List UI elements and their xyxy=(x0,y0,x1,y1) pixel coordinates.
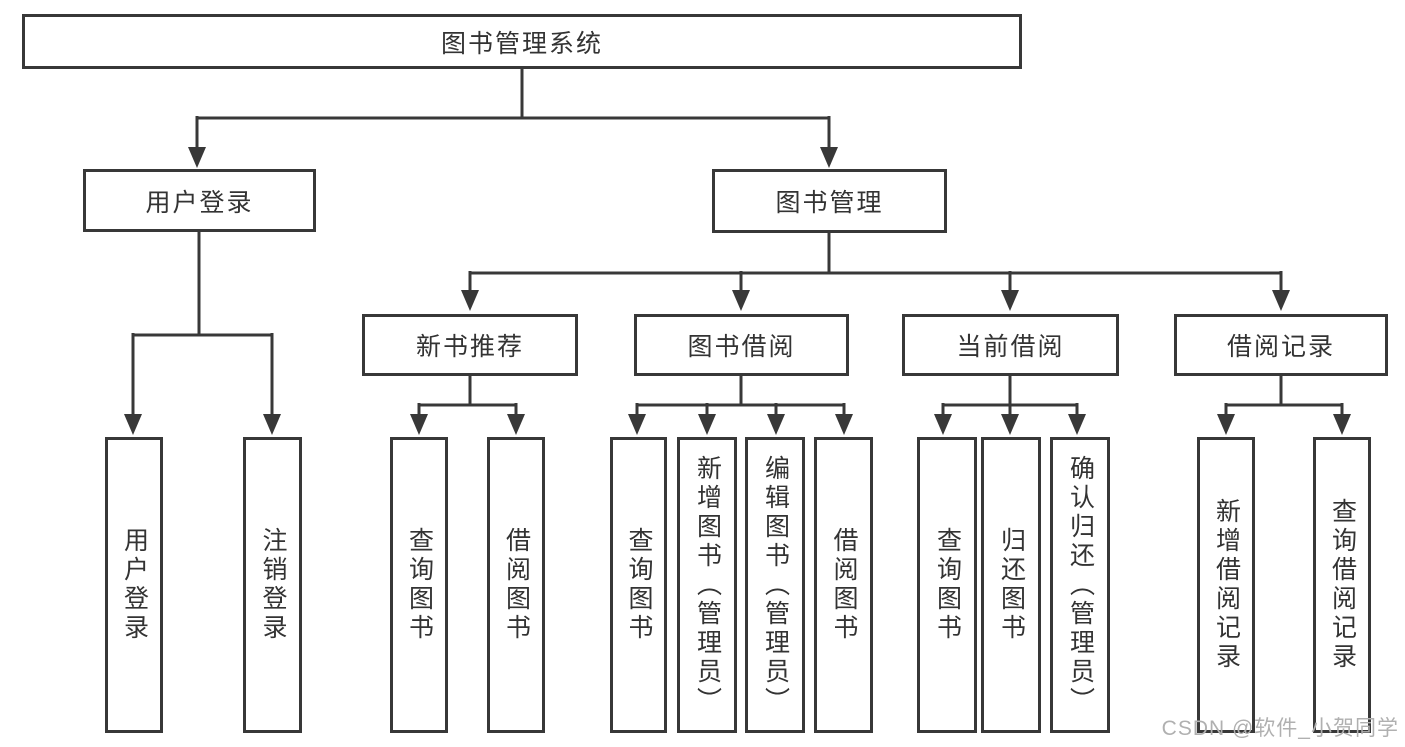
node-book-borrow: 图书借阅 xyxy=(634,314,849,376)
arrowheads-user-login-branch xyxy=(124,414,281,435)
connector-new-rec-branch xyxy=(417,376,518,418)
node-book-borrow-label: 图书借阅 xyxy=(687,333,796,361)
leaf-borrow-query-book: 查询图书 xyxy=(610,437,667,733)
leaf-current-return-book: 归还图书 xyxy=(981,437,1041,733)
leaf-current-query-book: 查询图书 xyxy=(917,437,977,733)
node-user-login: 用户登录 xyxy=(83,169,316,232)
connector-user-login-branch xyxy=(131,232,274,418)
leaf-borrow-borrow-book: 借阅图书 xyxy=(814,437,873,733)
node-root-label: 图书管理系统 xyxy=(440,29,603,58)
leaf-current-confirm-return-admin-label: 确认归还（管理员） xyxy=(1066,454,1095,716)
node-book-management: 图书管理 xyxy=(712,169,947,233)
leaf-logout: 注销登录 xyxy=(243,437,302,733)
leaf-record-query-borrow-record-label: 查询借阅记录 xyxy=(1328,498,1357,672)
arrowheads-level3 xyxy=(461,290,1290,311)
leaf-borrow-add-book-admin: 新增图书（管理员） xyxy=(677,437,737,733)
leaf-borrow-add-book-admin-label: 新增图书（管理员） xyxy=(693,454,722,716)
leaf-borrow-edit-book-admin-label: 编辑图书（管理员） xyxy=(761,454,790,716)
node-current-borrow: 当前借阅 xyxy=(902,314,1119,376)
node-user-login-label: 用户登录 xyxy=(145,188,254,217)
leaf-borrow-edit-book-admin: 编辑图书（管理员） xyxy=(745,437,805,733)
node-new-book-recommend-label: 新书推荐 xyxy=(415,333,524,361)
node-current-borrow-label: 当前借阅 xyxy=(956,333,1065,361)
leaf-record-query-borrow-record: 查询借阅记录 xyxy=(1313,437,1371,733)
node-book-management-label: 图书管理 xyxy=(775,189,884,217)
connector-borrow-branch xyxy=(635,376,846,418)
leaf-newrec-query-book: 查询图书 xyxy=(390,437,448,733)
leaf-borrow-query-book-label: 查询图书 xyxy=(625,527,653,643)
connector-root-to-level2 xyxy=(195,69,831,151)
arrowheads-level4 xyxy=(410,414,1351,435)
leaf-newrec-borrow-book-label: 借阅图书 xyxy=(502,527,531,643)
leaf-current-query-book-label: 查询图书 xyxy=(933,527,962,643)
node-borrow-record-label: 借阅记录 xyxy=(1226,333,1335,361)
node-root-system: 图书管理系统 xyxy=(22,14,1022,69)
leaf-borrow-borrow-book-label: 借阅图书 xyxy=(830,527,858,643)
leaf-record-add-borrow-record-label: 新增借阅记录 xyxy=(1212,498,1241,672)
leaf-current-confirm-return-admin: 确认归还（管理员） xyxy=(1050,437,1110,733)
arrowheads-level2 xyxy=(188,147,838,168)
leaf-newrec-query-book-label: 查询图书 xyxy=(405,527,434,643)
node-borrow-record: 借阅记录 xyxy=(1174,314,1388,376)
connector-current-branch xyxy=(941,376,1079,418)
node-new-book-recommend: 新书推荐 xyxy=(362,314,578,376)
leaf-user-login: 用户登录 xyxy=(105,437,163,733)
leaf-current-return-book-label: 归还图书 xyxy=(997,527,1026,643)
connector-book-mgmt-to-level3 xyxy=(468,233,1283,294)
leaf-record-add-borrow-record: 新增借阅记录 xyxy=(1197,437,1255,733)
connector-record-branch xyxy=(1224,376,1344,418)
leaf-user-login-label: 用户登录 xyxy=(120,527,149,643)
leaf-newrec-borrow-book: 借阅图书 xyxy=(487,437,545,733)
leaf-logout-label: 注销登录 xyxy=(259,527,287,643)
csdn-watermark: CSDN @软件_小贺同学 xyxy=(1161,717,1399,740)
